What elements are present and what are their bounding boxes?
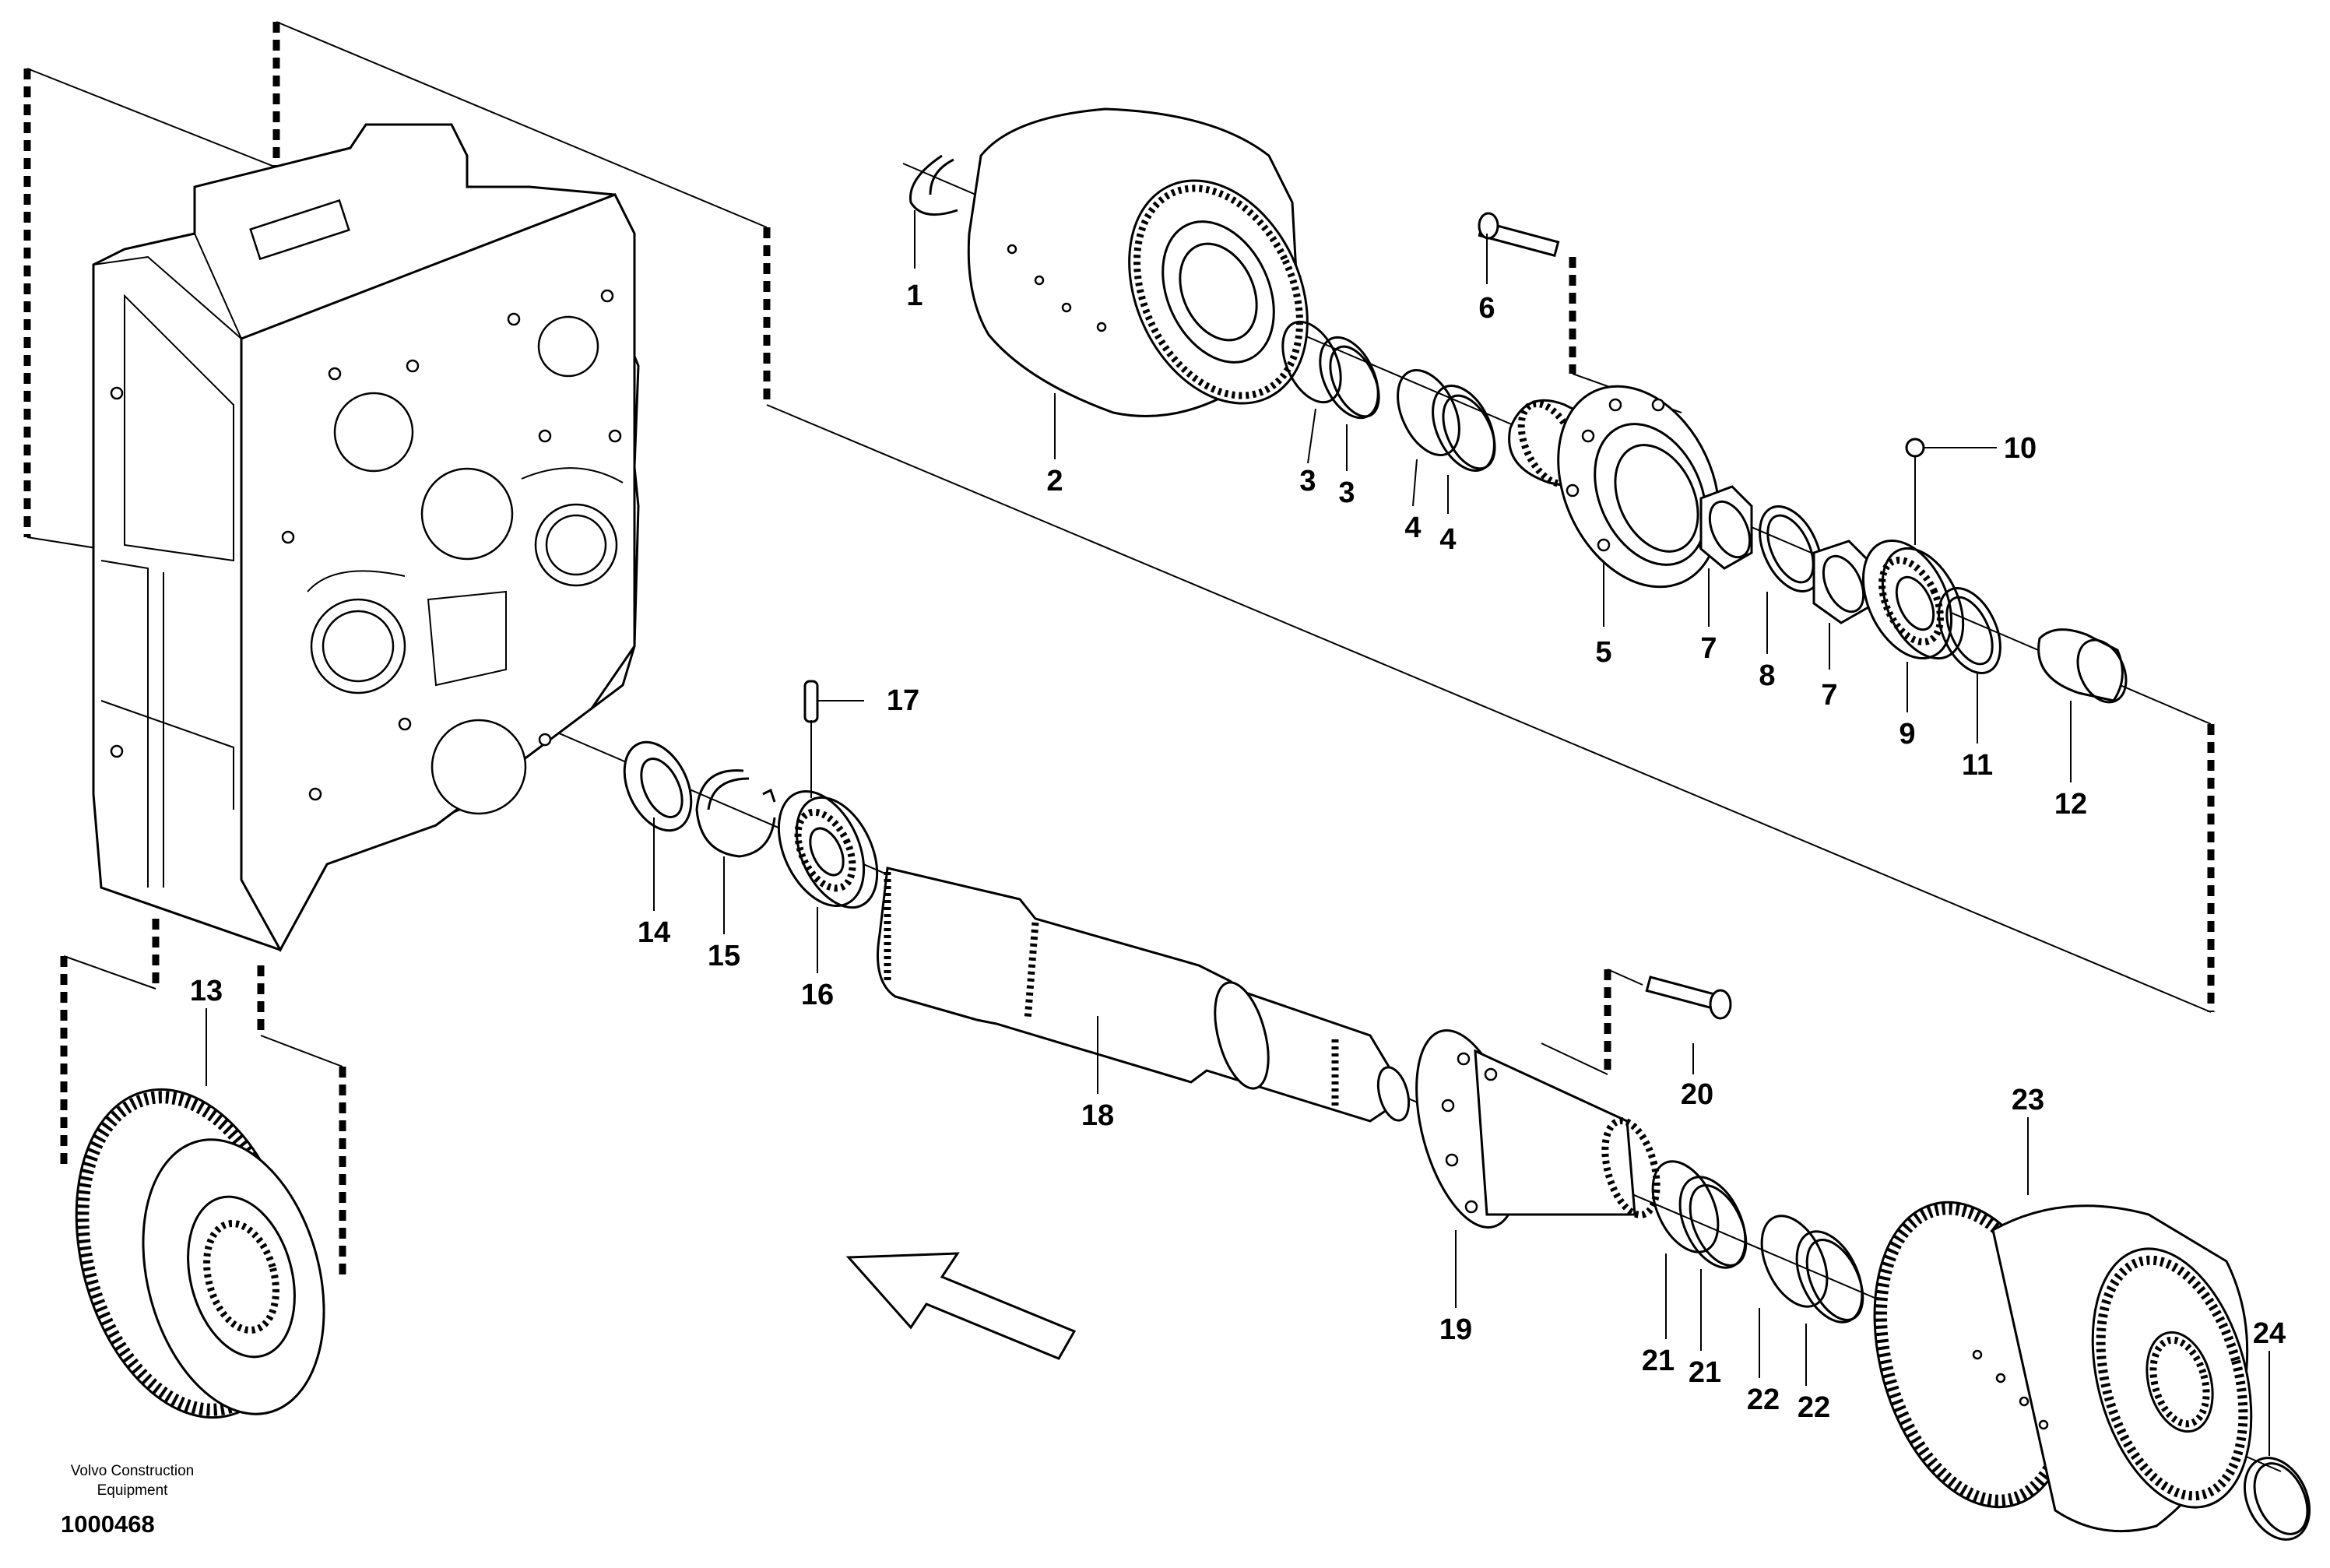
part-24-snap-ring — [2243, 1457, 2311, 1541]
callout-6: 6 — [1478, 292, 1495, 325]
callout-15: 15 — [708, 940, 740, 972]
part-9-bearing — [1861, 539, 1965, 660]
part-3-seal-rings — [1281, 320, 1380, 420]
callout-11: 11 — [1962, 749, 1993, 782]
callout-21: 21 — [1642, 1345, 1675, 1377]
callout-12: 12 — [2054, 788, 2087, 821]
part-18-shaft — [877, 867, 1411, 1123]
callout-14: 14 — [638, 916, 670, 949]
callout-24: 24 — [2253, 1317, 2286, 1350]
footer: Volvo Construction Equipment 1000468 — [61, 1463, 194, 1538]
callout-18: 18 — [1081, 1099, 1114, 1132]
part-6-bolt — [1478, 212, 1560, 258]
part-7-nut — [1699, 485, 1753, 570]
part-5-flange-hub — [1508, 385, 1720, 589]
part-11-washer — [1938, 587, 2001, 674]
callout-21: 21 — [1689, 1356, 1721, 1389]
part-15-circlip — [695, 769, 776, 858]
part-21-seal-rings — [1651, 1160, 1748, 1269]
callout-4: 4 — [1439, 523, 1456, 556]
callout-10: 10 — [2004, 432, 2037, 465]
callout-3: 3 — [1299, 465, 1316, 497]
part-1-snap-ring — [909, 154, 958, 216]
part-12-sleeve — [2037, 628, 2128, 704]
callout-labels: 1 2 3 3 4 4 5 6 7 8 7 9 10 11 12 13 14 1… — [190, 279, 2286, 1424]
callout-9: 9 — [1899, 718, 1915, 751]
callout-16: 16 — [801, 979, 834, 1011]
part-8-washer — [1759, 505, 1822, 592]
transmission-housing — [92, 123, 640, 953]
part-2-clutch-drum — [967, 107, 1309, 417]
part-23-gear-clutch-drum — [1873, 1201, 2253, 1533]
part-16-bearing — [777, 789, 879, 909]
callout-17: 17 — [887, 684, 919, 717]
direction-arrow — [845, 1252, 1077, 1360]
dashed-boundary-lines — [23, 21, 2215, 1277]
callout-22: 22 — [1747, 1383, 1780, 1416]
callout-1: 1 — [906, 279, 923, 312]
leader-lines — [206, 210, 2270, 1456]
part-19-flange-shaft — [1415, 1029, 1661, 1229]
part-17-pin — [803, 680, 819, 723]
part-10-grease-nipple — [1905, 438, 1997, 545]
callout-2: 2 — [1046, 465, 1063, 497]
callout-19: 19 — [1439, 1313, 1472, 1346]
callout-8: 8 — [1759, 659, 1775, 692]
part-22-seal-rings — [1760, 1215, 1864, 1324]
part-4-seal-rings — [1397, 369, 1496, 472]
part-13-gear — [75, 1088, 325, 1419]
callout-3: 3 — [1338, 476, 1355, 509]
callout-22: 22 — [1798, 1391, 1830, 1424]
callout-4: 4 — [1404, 512, 1421, 544]
brand-name: Volvo Construction — [71, 1463, 194, 1479]
part-7-nut-second — [1812, 540, 1870, 624]
drawing-number: 1000468 — [61, 1510, 155, 1538]
callout-13: 13 — [190, 975, 223, 1007]
part-20-bolt — [1645, 976, 1732, 1020]
part-14-bearing-race — [623, 740, 693, 832]
callout-20: 20 — [1681, 1078, 1713, 1111]
callout-7: 7 — [1821, 679, 1837, 712]
callout-5: 5 — [1595, 636, 1611, 669]
callout-23: 23 — [2012, 1084, 2044, 1116]
callout-7: 7 — [1700, 632, 1717, 665]
brand-subtitle: Equipment — [97, 1482, 169, 1499]
